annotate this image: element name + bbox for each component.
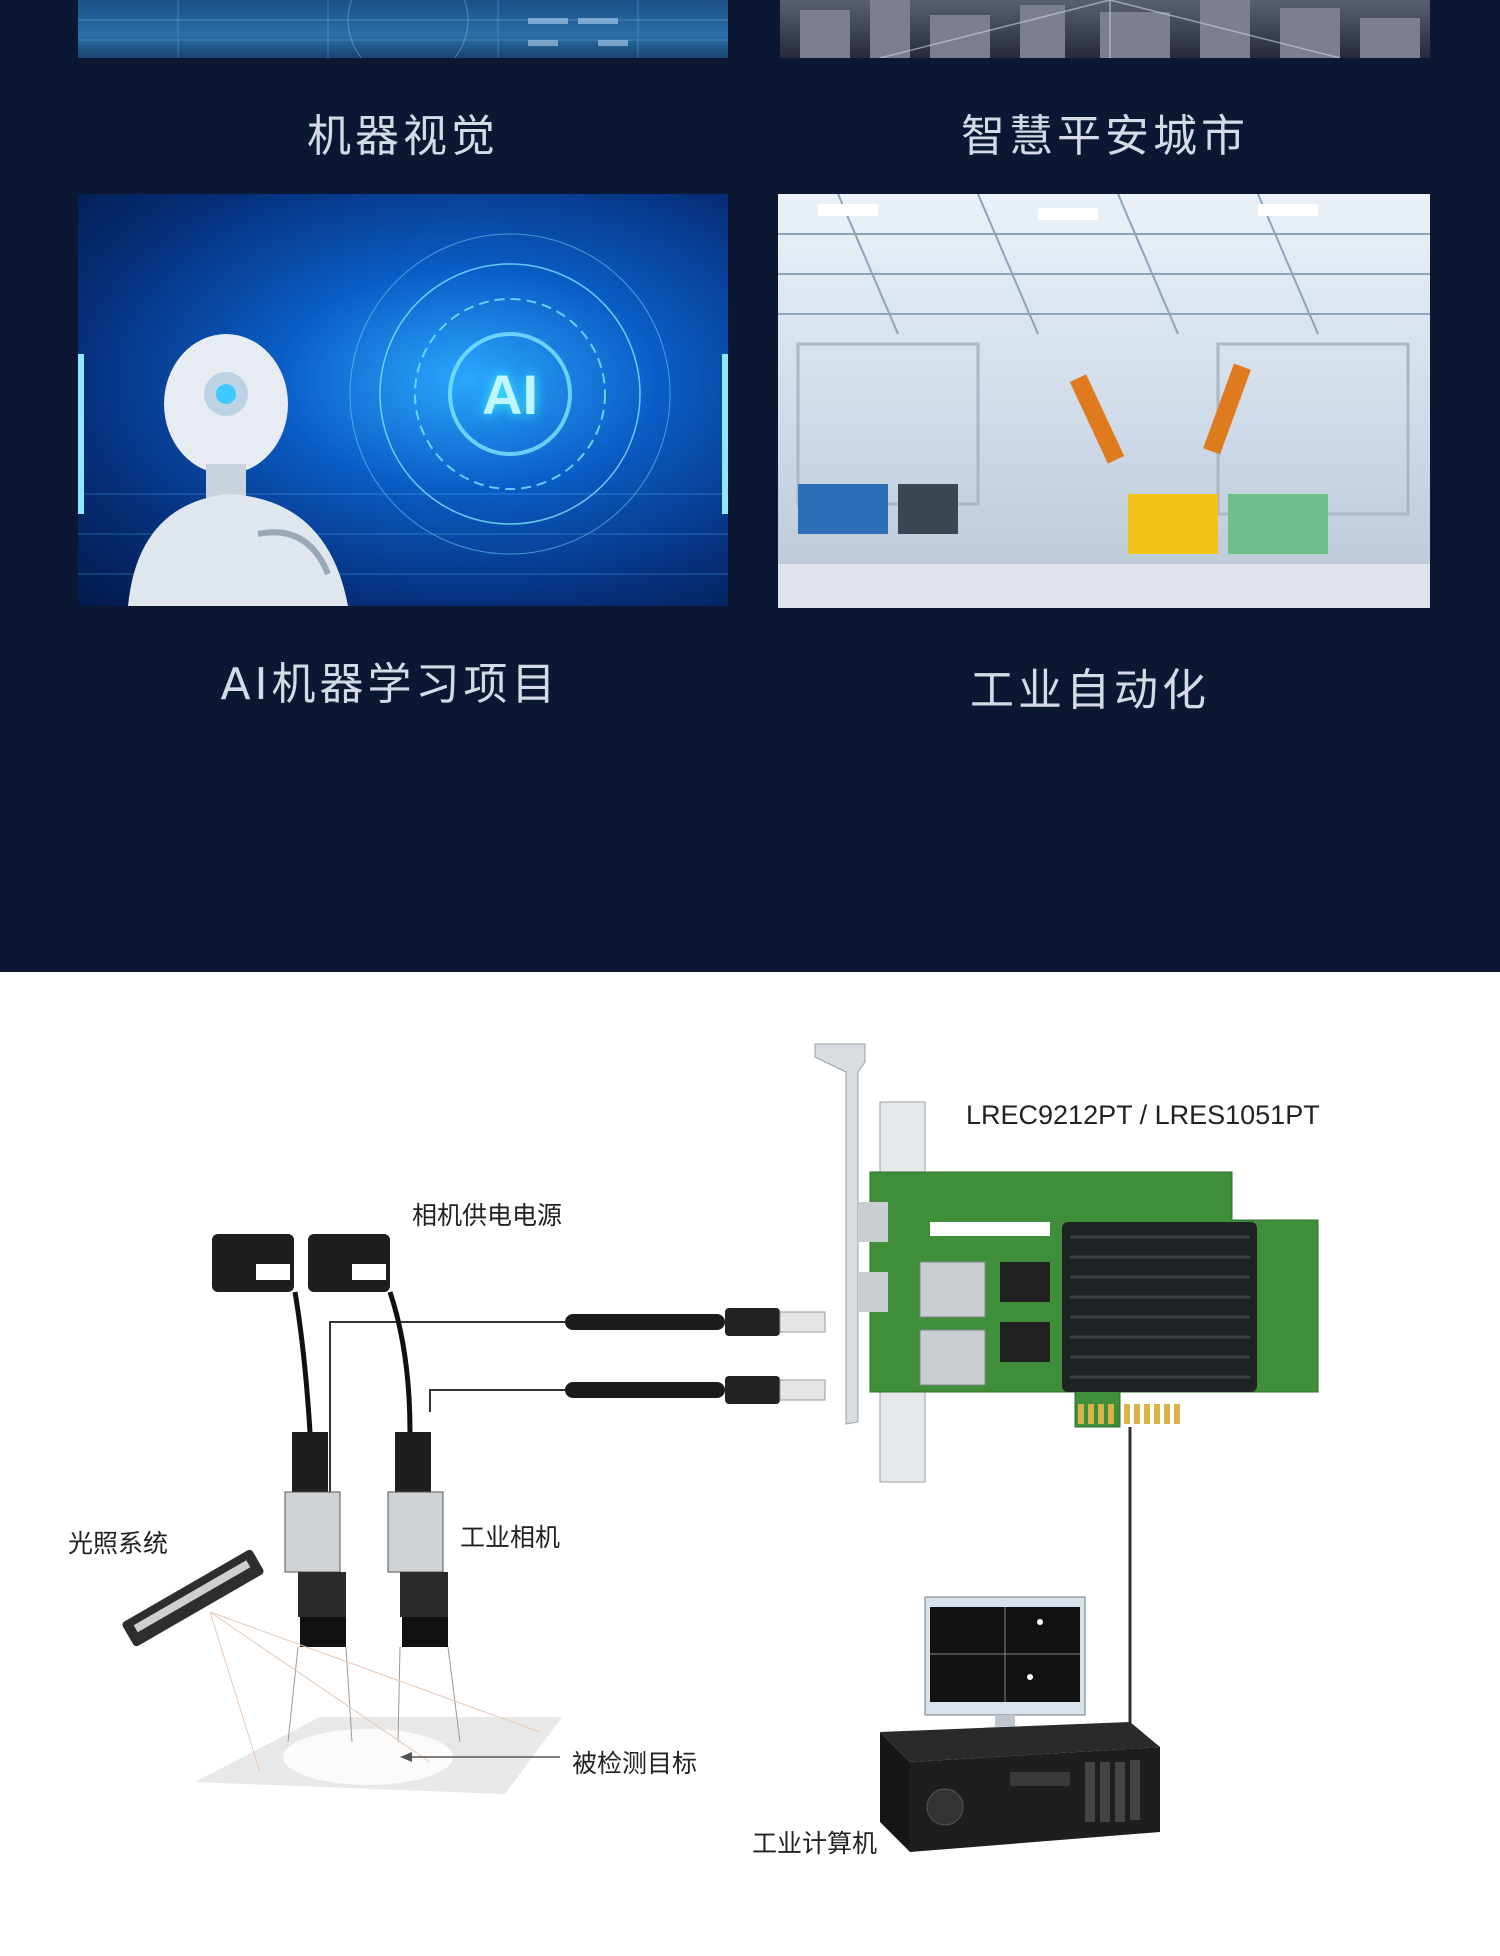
industrial-computer-label: 工业计算机 xyxy=(752,1829,878,1858)
inspection-target-label: 被检测目标 xyxy=(572,1749,698,1778)
monitor-graphic xyxy=(924,1596,1086,1738)
power-adapters-graphic xyxy=(212,1234,413,1433)
robot-figure xyxy=(128,334,348,606)
camera-power-supply-label: 相机供电电源 xyxy=(412,1201,563,1230)
caption-ai-machine-learning: AI机器学习项目 xyxy=(220,659,560,710)
caption-smart-city: 智慧平安城市 xyxy=(961,111,1249,162)
applications-section: 机器视觉 智慧平安城市 xyxy=(0,0,1500,972)
light-bar-graphic xyxy=(122,1549,264,1647)
diagram-graphics xyxy=(122,1043,1319,1852)
industrial-computer-graphic xyxy=(880,1722,1160,1852)
tech-grid-graphic xyxy=(78,0,728,58)
industrial-cameras-graphic xyxy=(284,1432,448,1647)
network-card-graphic xyxy=(814,1043,1319,1483)
city-skyline-graphic xyxy=(800,0,1420,58)
ai-robot-image: AI xyxy=(78,194,728,606)
connection-diagram: LREC9212PT / LRES1051PT 相机供电电源 工业相机 光照系统… xyxy=(0,972,1500,1952)
ai-hologram-graphic xyxy=(78,233,728,606)
machine-vision-image xyxy=(78,0,728,58)
factory-automation-image xyxy=(778,194,1430,608)
industrial-camera-label: 工业相机 xyxy=(460,1523,561,1552)
smart-city-image xyxy=(780,0,1430,58)
lighting-system-label: 光照系统 xyxy=(68,1529,169,1558)
ethernet-cables xyxy=(329,1308,826,1502)
factory-scene-graphic xyxy=(778,194,1430,608)
inspection-target-graphic xyxy=(195,1611,562,1794)
ai-badge-text: AI xyxy=(482,363,538,426)
caption-machine-vision: 机器视觉 xyxy=(307,111,499,162)
network-card-model-label: LREC9212PT / LRES1051PT xyxy=(966,1100,1320,1130)
caption-industrial-automation: 工业自动化 xyxy=(970,665,1210,716)
